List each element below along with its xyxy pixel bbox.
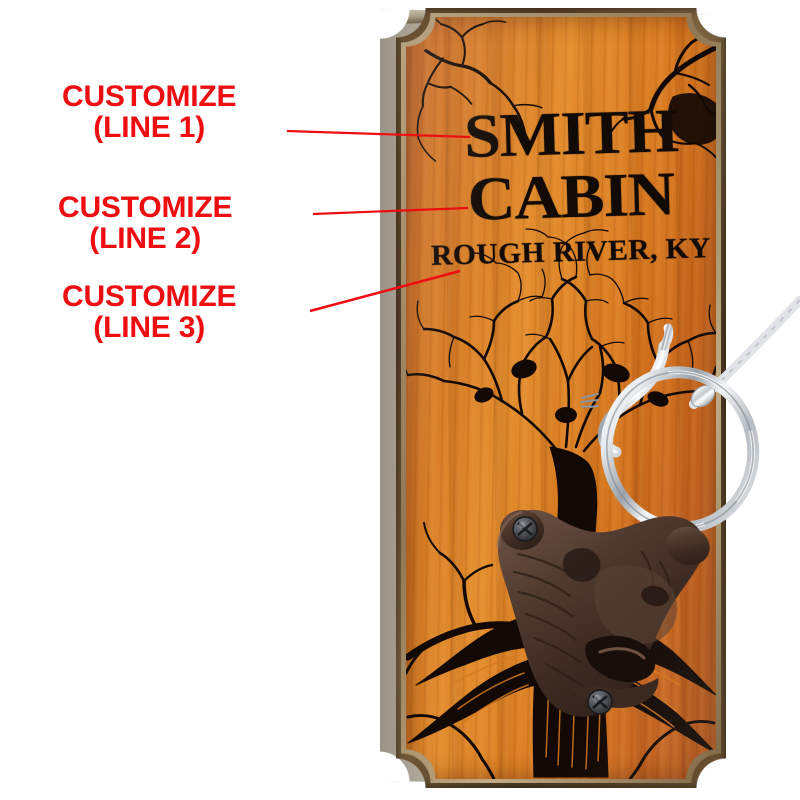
wood-plaque: SMITH CABIN ROUGH RIVER, KY (375, 1, 726, 788)
annotation-1-line-a: CUSTOMIZE (62, 80, 237, 113)
plaque-printed-face: SMITH CABIN ROUGH RIVER, KY (406, 17, 716, 779)
annotation-2-line-b: (LINE 2) (89, 221, 202, 255)
annotation-label-2: CUSTOMIZE (LINE 2) (58, 191, 233, 255)
annotation-label-1: CUSTOMIZE (LINE 1) (62, 80, 237, 144)
annotation-1-line-b: (LINE 1) (93, 110, 206, 144)
annotation-3-line-b: (LINE 3) (93, 310, 206, 344)
annotation-3-line-a: CUSTOMIZE (62, 280, 237, 313)
annotation-label-3: CUSTOMIZE (LINE 3) (62, 280, 237, 344)
gnarled-tree-engraving-icon (406, 17, 716, 779)
annotation-2-line-a: CUSTOMIZE (58, 191, 233, 224)
